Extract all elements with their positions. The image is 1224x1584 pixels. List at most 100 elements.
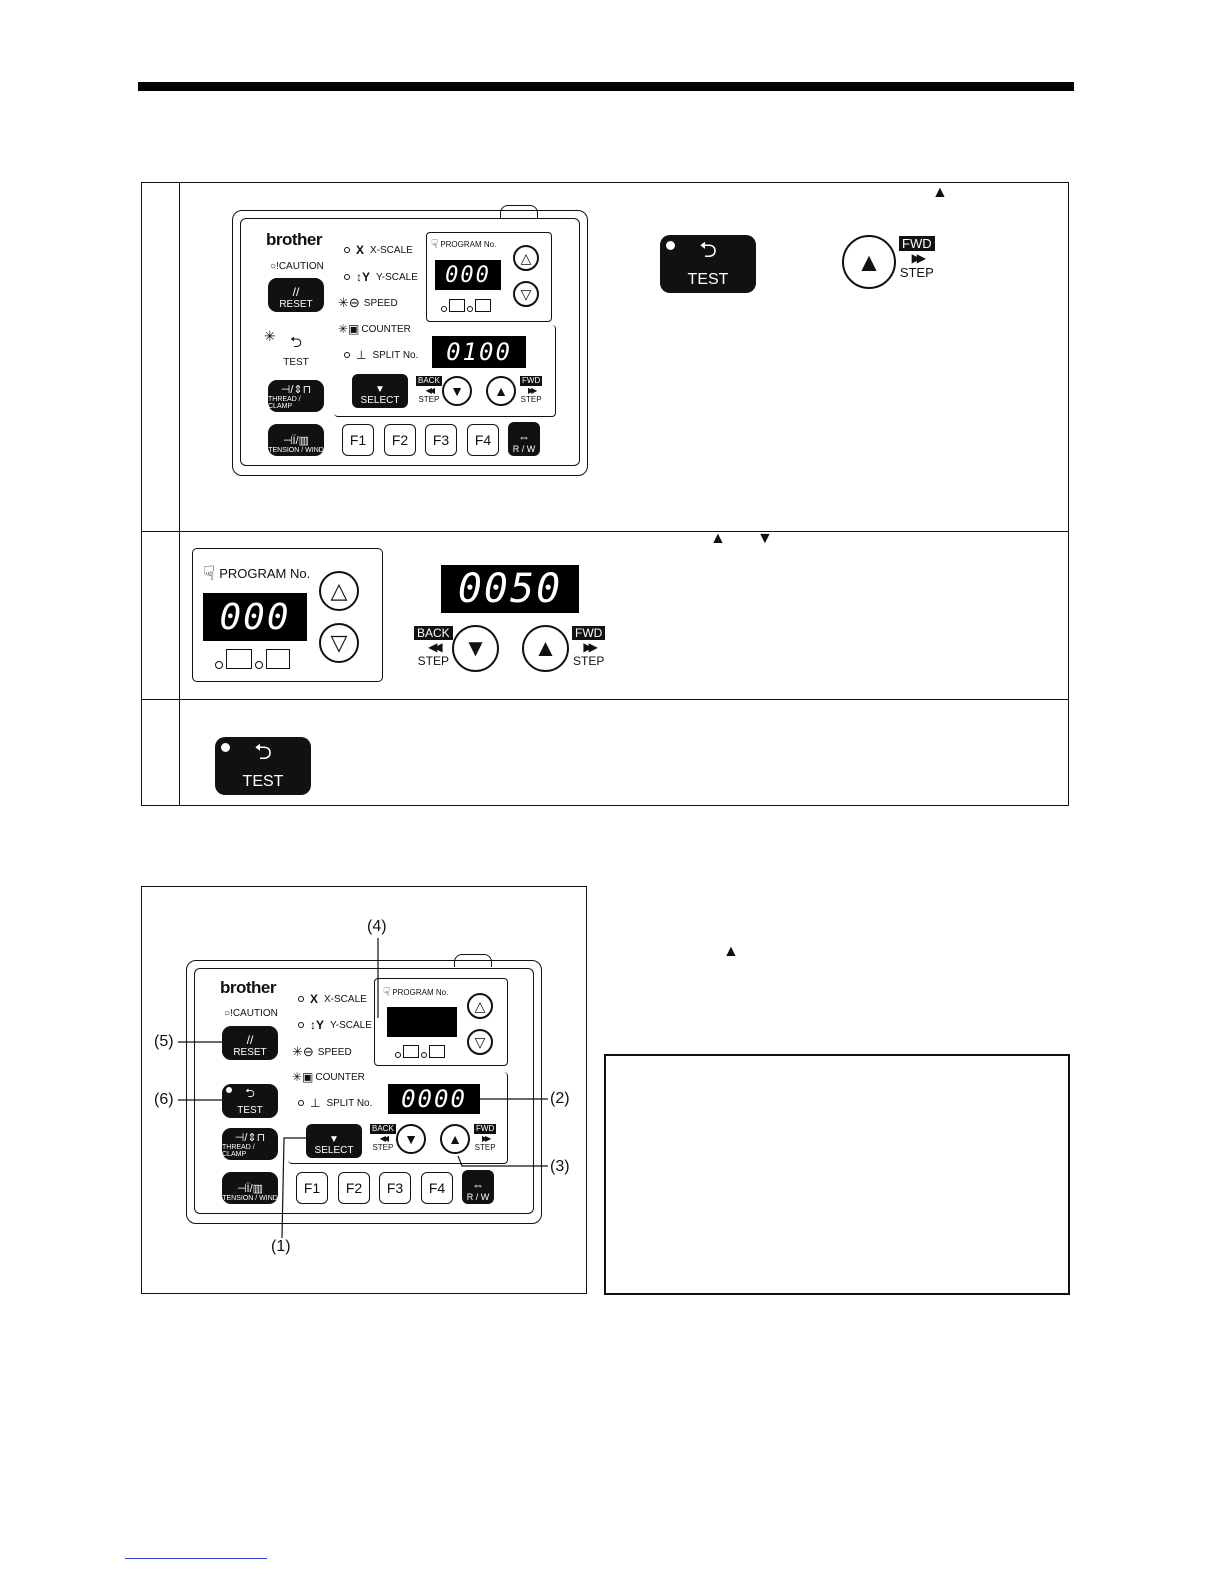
f3-button[interactable]: F3 (425, 424, 457, 456)
fig-program-up-button[interactable]: △ (467, 993, 493, 1019)
program-down-button[interactable]: ▽ (513, 281, 539, 307)
program-hand-icon: ☟ (431, 237, 439, 251)
thread-clamp-icon: ⊣/⇕⊓ (280, 384, 312, 396)
counter-section (334, 325, 556, 417)
fig-f3-button[interactable]: F3 (379, 1172, 411, 1204)
row2-back-label: BACK ◀◀ STEP (414, 626, 453, 668)
fig-split-icon: ⊥ (310, 1096, 321, 1110)
fig-split-led (298, 1100, 304, 1106)
fig-test-button[interactable]: ⮌ TEST (222, 1084, 278, 1118)
row3-test-return-icon: ⮌ (254, 739, 272, 764)
fig-f4-button[interactable]: F4 (421, 1172, 453, 1204)
row2-program-row: ☟ PROGRAM No. (203, 563, 311, 585)
brand-logo: brother (266, 230, 323, 249)
fig-y-scale-row: ↕Y Y-SCALE (298, 1018, 372, 1032)
fig-fwd-label: FWD ▶▶ STEP (474, 1124, 497, 1152)
counter-row: ✳▣ COUNTER (338, 322, 411, 336)
y-scale-led (344, 274, 350, 280)
fig-y-scale-icon: ↕Y (310, 1018, 325, 1032)
fig-test-return-icon: ⮌ (245, 1086, 255, 1100)
row1-test-button[interactable]: ⮌ TEST (660, 235, 756, 293)
fwd-label: FWD ▶▶ STEP (520, 376, 543, 404)
figure-panel: brother ○!CAUTION // RESET ⮌ TEST ⊣/⇕⊓ T… (186, 954, 542, 1224)
fig-caution-icon: ○! (224, 1008, 233, 1019)
fig-program-display (387, 1007, 457, 1037)
fig-back-label: BACK ◀◀ STEP (370, 1124, 396, 1152)
speed-icon: ✳⊖ (338, 295, 360, 310)
fig-floppy-icon (429, 1045, 445, 1058)
fig-thread-clamp-icon: ⊣/⇕⊓ (234, 1132, 266, 1144)
fwd-step-button[interactable]: ▲ (486, 376, 516, 406)
y-scale-row: ↕Y Y-SCALE (344, 270, 418, 284)
procedure-table (141, 182, 1069, 806)
f2-button[interactable]: F2 (384, 424, 416, 456)
top-rule (138, 82, 1074, 91)
fig-back-step-button[interactable]: ▼ (396, 1124, 426, 1154)
row2-fwd-button[interactable]: ▲ (522, 625, 569, 672)
caution-icon: ○! (270, 261, 279, 272)
row2-program-down-button[interactable]: ▽ (319, 623, 359, 663)
callout-5: (5) (154, 1033, 174, 1050)
fig-reset-button[interactable]: // RESET (222, 1026, 278, 1060)
step-column-divider (179, 183, 180, 805)
callout-1: (1) (271, 1238, 291, 1255)
footnote-rule (125, 1558, 267, 1559)
fig-brand-logo: brother (220, 978, 277, 997)
test-button[interactable]: ✳ ⮌ TEST (264, 328, 309, 368)
fig-panel-outer (186, 960, 542, 1224)
program-up-button[interactable]: △ (513, 245, 539, 271)
f4-button[interactable]: F4 (467, 424, 499, 456)
fig-tension-wind-button[interactable]: ⊣Ï/▥ TENSION / WIND (222, 1172, 278, 1204)
tension-wind-button[interactable]: ⊣Ï/▥ TENSION / WIND (268, 424, 324, 456)
fig-panel-inner (194, 968, 534, 1214)
fig-memory-indicators (395, 1045, 445, 1058)
fig-card-led (395, 1052, 401, 1058)
main-display: 0100 (432, 336, 526, 368)
row2-fwd-label: FWD ▶▶ STEP (572, 626, 606, 668)
back-label: BACK ◀◀ STEP (416, 376, 442, 404)
fig-speed-icon: ✳⊖ (292, 1044, 314, 1059)
fig-x-scale-icon: X (310, 992, 319, 1006)
y-scale-icon: ↕Y (356, 270, 371, 284)
fig-thread-clamp-button[interactable]: ⊣/⇕⊓ THREAD / CLAMP (222, 1128, 278, 1160)
select-button[interactable]: ▼ SELECT (352, 374, 408, 408)
reset-icon: // (292, 285, 300, 299)
fig-select-button[interactable]: ▼ SELECT (306, 1124, 362, 1158)
callout-4: (4) (367, 918, 387, 935)
x-scale-led (344, 247, 350, 253)
memory-indicators (441, 299, 491, 312)
fig-test-led (226, 1087, 232, 1093)
row2-program-panel: ☟ PROGRAM No. 000 △ ▽ (192, 548, 383, 682)
fig-text-up-triangle: ▲ (723, 943, 739, 960)
fig-f1-button[interactable]: F1 (296, 1172, 328, 1204)
f1-button[interactable]: F1 (342, 424, 374, 456)
row1-fwd-button[interactable]: ▲ (842, 235, 896, 289)
back-step-button[interactable]: ▼ (442, 376, 472, 406)
reset-button[interactable]: // RESET (268, 278, 324, 312)
fig-program-down-button[interactable]: ▽ (467, 1029, 493, 1055)
rw-button[interactable]: ⇔ R / W (508, 422, 540, 456)
row2-back-button[interactable]: ▼ (452, 625, 499, 672)
row1-test-return-icon: ⮌ (699, 237, 717, 262)
split-icon: ⊥ (356, 348, 367, 362)
row2-floppy-icon (266, 649, 290, 669)
row1-up-triangle: ▲ (932, 184, 948, 201)
row3-test-button[interactable]: ⮌ TEST (215, 737, 311, 795)
fig-program-section: ☟ PROGRAM No. △ ▽ (374, 978, 508, 1066)
fig-f2-button[interactable]: F2 (338, 1172, 370, 1204)
note-box (604, 1054, 1070, 1295)
fig-rw-button[interactable]: ⇔ R / W (462, 1170, 494, 1204)
thread-clamp-button[interactable]: ⊣/⇕⊓ THREAD / CLAMP (268, 380, 324, 412)
row2-value-display: 0050 (441, 565, 579, 613)
row1-test-led (666, 241, 675, 250)
test-return-icon: ⮌ (289, 334, 302, 351)
row2-memory-indicators (215, 649, 290, 669)
fig-fwd-step-button[interactable]: ▲ (440, 1124, 470, 1154)
row2-floppy-led (255, 661, 263, 669)
row-divider-2 (142, 699, 1068, 700)
counter-icon: ✳▣ (338, 322, 360, 336)
row2-program-up-button[interactable]: △ (319, 571, 359, 611)
caution-indicator: ○!CAUTION (270, 261, 324, 272)
test-blink-icon: ✳ (264, 328, 276, 344)
fig-caution-indicator: ○!CAUTION (224, 1008, 278, 1019)
